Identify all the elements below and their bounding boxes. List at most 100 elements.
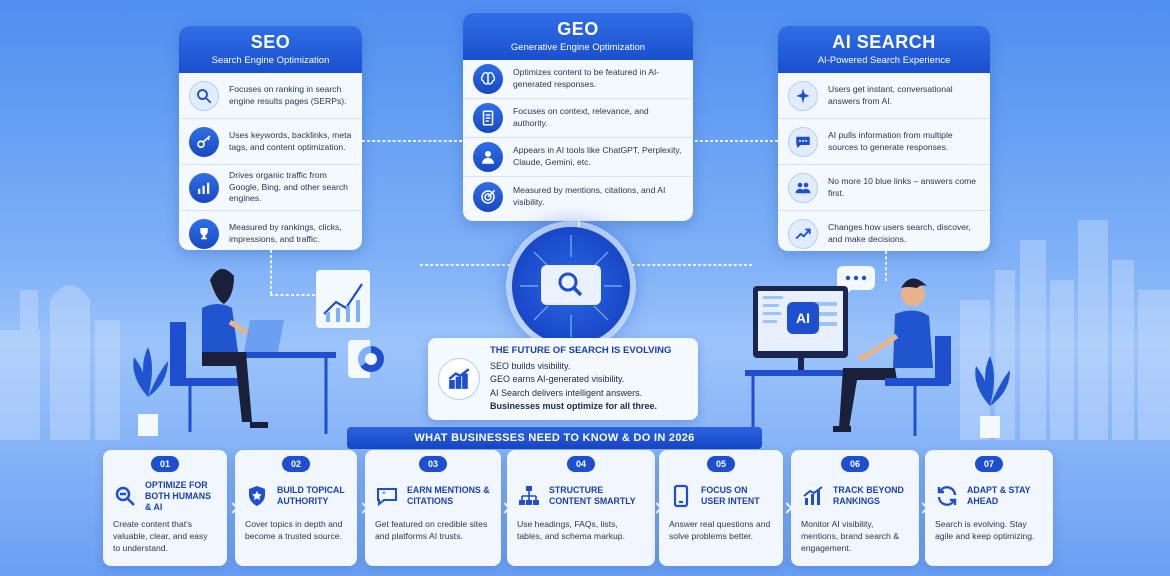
step-desc: Create content that's valuable, clear, a… [113,519,208,554]
users-icon [788,172,818,203]
ai-search-item-text: Users get instant, conversational answer… [828,83,953,106]
seo-title: SEO [250,32,291,52]
bar-chart-icon [189,172,219,203]
trend-up-icon [788,219,818,249]
growth-icon [438,358,480,400]
step-number: 06 [841,456,869,472]
donut-chart-icon [358,346,384,372]
step-card-05: 05 FOCUS ON USER INTENT Answer real ques… [659,450,783,566]
geo-item: Optimizes content to be featured in AI-g… [463,60,693,99]
search-icon [189,80,219,111]
ai-search-item-text: AI pulls information from multiple sourc… [828,129,953,152]
svg-text:": " [382,491,386,501]
ai-search-title: AI SEARCH [832,32,936,52]
geo-item: Focuses on context, relevance, and autho… [463,99,693,138]
geo-item-text: Measured by mentions, citations, and AI … [513,184,666,207]
geo-item-text: Appears in AI tools like ChatGPT, Perple… [513,145,682,167]
hierarchy-icon [519,486,539,505]
document-icon [473,103,503,133]
step-title: OPTIMIZE FOR BOTH HUMANS & AI [145,479,211,512]
seo-item-text: Focuses on ranking in search engine resu… [229,83,347,106]
geo-item: Appears in AI tools like ChatGPT, Perple… [463,138,693,177]
step-desc: Search is evolving. Stay agile and keep … [935,519,1035,542]
future-of-search-box: THE FUTURE OF SEARCH IS EVOLVING SEO bui… [428,338,698,420]
step-desc: Cover topics in depth and become a trust… [245,519,343,542]
search-plus-icon [115,486,135,506]
ai-search-card: AI SEARCH AI-Powered Search Experience U… [778,26,990,251]
chat-icon [788,126,818,157]
seo-item: Uses keywords, backlinks, meta tags, and… [179,119,362,165]
seo-item: Focuses on ranking in search engine resu… [179,73,362,119]
step-title: FOCUS ON USER INTENT [701,485,760,506]
ai-search-item-text: No more 10 blue links – answers come fir… [828,175,977,198]
ai-search-item-text: Changes how users search, discover, and … [828,222,971,244]
step-title: EARN MENTIONS & CITATIONS [407,485,490,506]
geo-subtitle: Generative Engine Optimization [510,42,646,53]
refresh-icon [937,486,957,506]
geo-item-text: Focuses on context, relevance, and autho… [513,106,649,128]
user-icon [473,142,503,172]
seo-item-text: Uses keywords, backlinks, meta tags, and… [229,129,352,152]
step-card-06: 06 TRACK BEYOND RANKINGS Monitor AI visi… [791,450,919,566]
future-line: GEO earns AI-generated visibility. [490,374,625,385]
step-title: STRUCTURE CONTENT SMARTLY [549,485,636,506]
quote-chat-icon: " [377,488,397,507]
seo-item-text: Drives organic traffic from Google, Bing… [229,170,348,204]
step-title: BUILD TOPICAL AUTHORITY [277,485,345,506]
step-title: ADAPT & STAY AHEAD [967,485,1031,506]
step-number: 02 [282,456,310,472]
geo-item: Measured by mentions, citations, and AI … [463,177,693,216]
future-heading: THE FUTURE OF SEARCH IS EVOLVING [490,345,672,357]
connector-line [420,264,510,266]
brain-icon [473,64,503,94]
ai-search-item: Changes how users search, discover, and … [778,211,990,251]
connector-line [578,221,580,227]
geo-title: GEO [557,19,599,39]
step-card-02: 02 BUILD TOPICAL AUTHORITY Cover topics … [235,450,357,566]
section-banner: WHAT BUSINESSES NEED TO KNOW & DO IN 202… [347,427,762,449]
future-line: AI Search delivers intelligent answers. [490,387,643,398]
connector-line [362,140,462,142]
step-desc: Use headings, FAQs, lists, tables, and s… [517,519,625,542]
step-card-04: 04 STRUCTURE CONTENT SMARTLY Use heading… [507,450,655,566]
connector-line [695,140,778,142]
growth-chart-icon [803,486,823,505]
ai-search-item: Users get instant, conversational answer… [778,73,990,119]
sparkle-icon [788,80,818,111]
trophy-icon [189,219,219,249]
step-card-01: 01 OPTIMIZE FOR BOTH HUMANS & AI Create … [103,450,227,566]
step-card-03: 03 " EARN MENTIONS & CITATIONS Get featu… [365,450,501,566]
connector-line [632,264,752,266]
search-hub [512,227,630,345]
seo-item: Measured by rankings, clicks, impression… [179,211,362,250]
geo-card-header: GEO Generative Engine Optimization [463,13,693,60]
geo-card: GEO Generative Engine Optimization Optim… [463,13,693,221]
woman-at-laptop-illustration [133,268,370,436]
ai-search-item: AI pulls information from multiple sourc… [778,119,990,165]
man-at-computer-illustration [745,266,1010,438]
step-number: 04 [567,456,595,472]
connector-line [270,250,272,294]
step-number: 05 [707,456,735,472]
step-desc: Get featured on credible sites and platf… [375,519,488,542]
step-title: TRACK BEYOND RANKINGS [833,485,904,506]
future-line: Businesses must optimize for all three. [490,400,658,411]
step-desc: Monitor AI visibility, mentions, brand s… [801,519,899,554]
circuit-icon [520,235,622,337]
seo-item: Drives organic traffic from Google, Bing… [179,165,362,211]
step-card-07: 07 ADAPT & STAY AHEAD Search is evolving… [925,450,1053,566]
future-line: SEO builds visibility. [490,361,571,372]
connector-line [885,251,887,281]
mobile-icon [673,484,689,508]
seo-subtitle: Search Engine Optimization [211,55,330,66]
step-number: 03 [419,456,447,472]
ai-screen-badge: AI [787,302,819,334]
seo-card-header: SEO Search Engine Optimization [179,26,362,73]
seo-card: SEO Search Engine Optimization Focuses o… [179,26,362,250]
step-desc: Answer real questions and solve problems… [669,519,771,542]
ai-search-item: No more 10 blue links – answers come fir… [778,165,990,211]
ai-search-card-header: AI SEARCH AI-Powered Search Experience [778,26,990,73]
target-icon [473,181,503,212]
connector-line [270,294,315,296]
key-icon [189,126,219,157]
